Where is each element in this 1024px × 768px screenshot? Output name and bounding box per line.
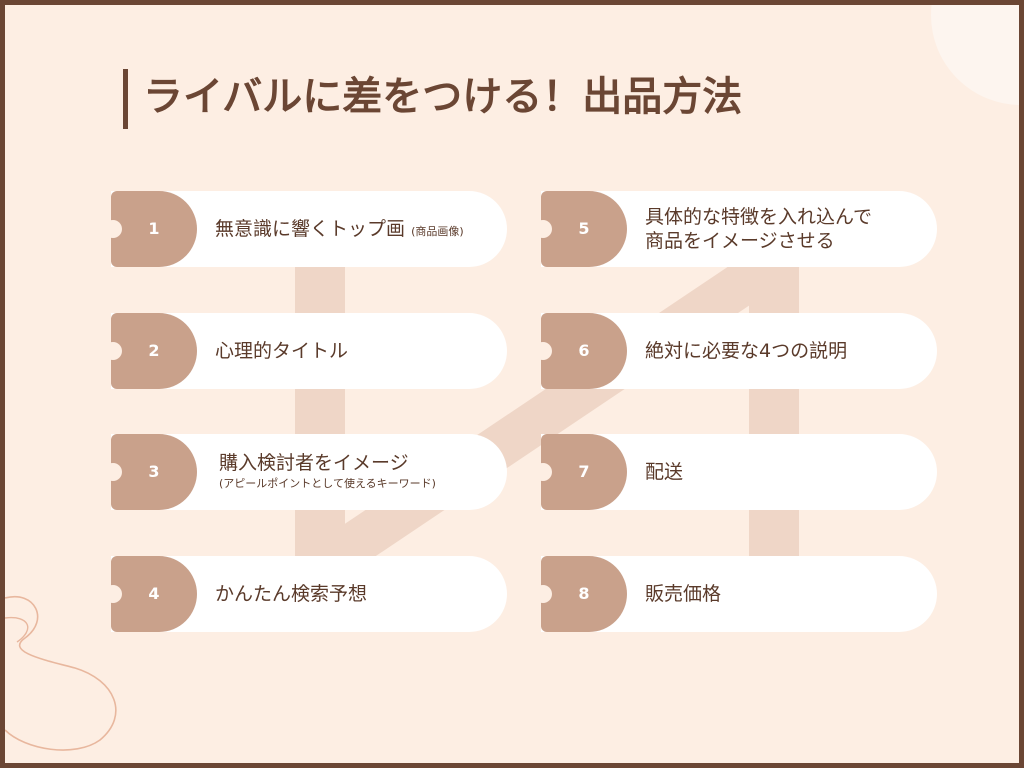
step-number-tab: 8 bbox=[534, 556, 627, 632]
tab-notch bbox=[534, 342, 552, 360]
step-label-sub: (アピールポイントとして使えるキーワード) bbox=[219, 477, 436, 490]
step-label-text: 心理的タイトル bbox=[215, 340, 349, 362]
step-number: 2 bbox=[148, 341, 160, 360]
step-number-tab: 6 bbox=[534, 313, 627, 389]
step-number: 4 bbox=[148, 584, 160, 603]
step-label: 絶対に必要な4つの説明 bbox=[645, 313, 931, 389]
connector-right-vertical bbox=[749, 267, 799, 567]
step-label: 購入検討者をイメージ (アピールポイントとして使えるキーワード) bbox=[219, 434, 505, 510]
step-label-text: 購入検討者をイメージ bbox=[219, 452, 409, 474]
title-accent-bar bbox=[123, 69, 128, 129]
step-item-8: 8 販売価格 bbox=[534, 556, 937, 632]
tab-notch bbox=[104, 463, 122, 481]
step-item-7: 7 配送 bbox=[534, 434, 937, 510]
connector-left-vertical bbox=[295, 267, 345, 567]
tab-notch bbox=[534, 463, 552, 481]
tab-notch bbox=[534, 220, 552, 238]
step-label-text: かんたん検索予想 bbox=[215, 583, 368, 605]
step-label-text: 販売価格 bbox=[645, 583, 722, 605]
connector-diagonal bbox=[310, 246, 783, 584]
step-number: 8 bbox=[578, 584, 590, 603]
step-label: 具体的な特徴を入れ込んで 商品をイメージさせる bbox=[645, 191, 931, 267]
step-number-tab: 3 bbox=[104, 434, 197, 510]
step-item-3: 3 購入検討者をイメージ (アピールポイントとして使えるキーワード) bbox=[104, 434, 507, 510]
step-number: 6 bbox=[578, 341, 590, 360]
step-label-text: 無意識に響くトップ画 bbox=[215, 218, 406, 240]
step-number: 3 bbox=[148, 462, 160, 481]
step-number-tab: 5 bbox=[534, 191, 627, 267]
page-title: ライバルに差をつける！出品方法 bbox=[143, 74, 743, 120]
step-label-note: (商品画像) bbox=[411, 225, 464, 238]
step-item-1: 1 無意識に響くトップ画 (商品画像) bbox=[104, 191, 507, 267]
step-label-text: 絶対に必要な4つの説明 bbox=[645, 340, 848, 362]
tab-notch bbox=[104, 220, 122, 238]
step-number: 5 bbox=[578, 219, 590, 238]
step-label: 無意識に響くトップ画 (商品画像) bbox=[215, 191, 501, 267]
step-item-6: 6 絶対に必要な4つの説明 bbox=[534, 313, 937, 389]
step-label: 心理的タイトル bbox=[215, 313, 501, 389]
step-label-line1: 具体的な特徴を入れ込んで bbox=[645, 206, 873, 228]
step-number-tab: 7 bbox=[534, 434, 627, 510]
tab-notch bbox=[104, 585, 122, 603]
step-number-tab: 1 bbox=[104, 191, 197, 267]
step-item-5: 5 具体的な特徴を入れ込んで 商品をイメージさせる bbox=[534, 191, 937, 267]
step-number: 1 bbox=[148, 219, 160, 238]
step-number-tab: 2 bbox=[104, 313, 197, 389]
step-label-line2: 商品をイメージさせる bbox=[645, 230, 835, 252]
step-label-text: 配送 bbox=[645, 461, 684, 483]
step-number: 7 bbox=[578, 462, 590, 481]
step-label: 販売価格 bbox=[645, 556, 931, 632]
step-item-2: 2 心理的タイトル bbox=[104, 313, 507, 389]
scribble-decoration bbox=[5, 595, 117, 751]
step-label: かんたん検索予想 bbox=[215, 556, 501, 632]
step-item-4: 4 かんたん検索予想 bbox=[104, 556, 507, 632]
tab-notch bbox=[104, 342, 122, 360]
step-number-tab: 4 bbox=[104, 556, 197, 632]
tab-notch bbox=[534, 585, 552, 603]
step-label: 配送 bbox=[645, 434, 931, 510]
